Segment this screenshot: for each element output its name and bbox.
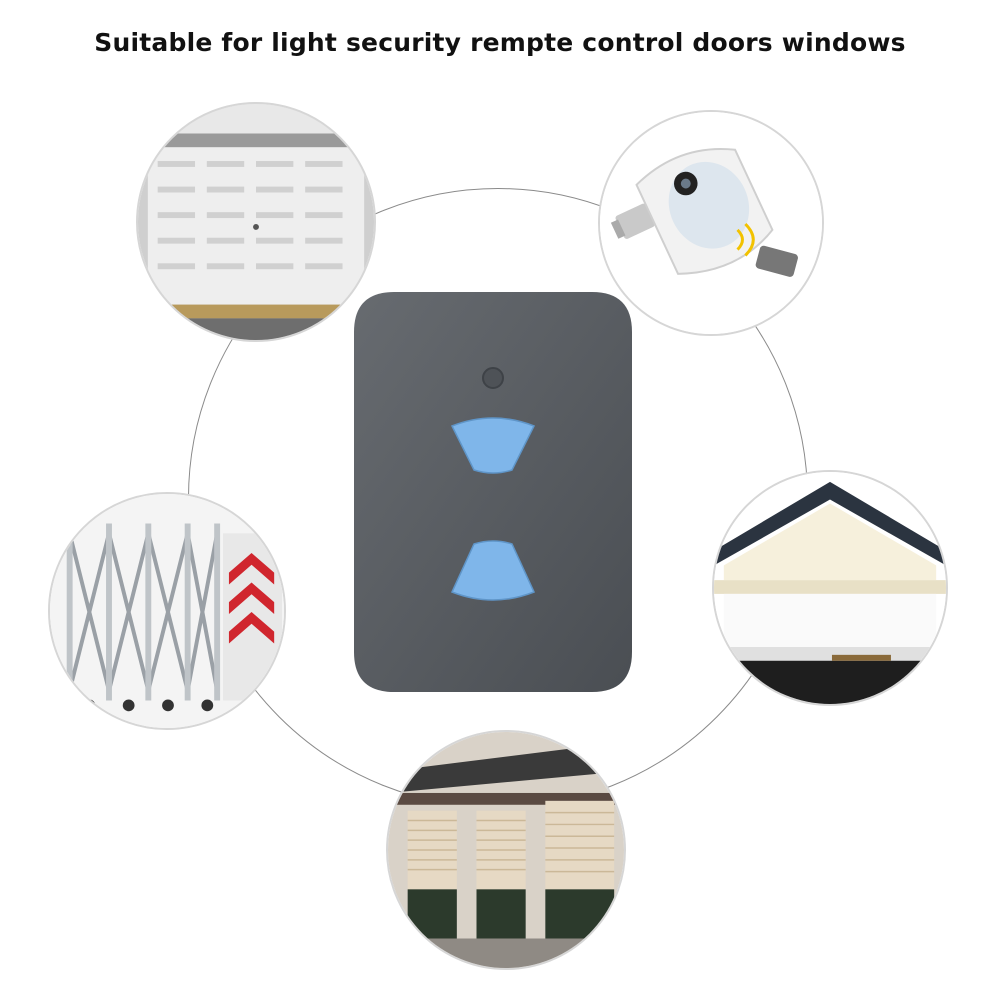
window-shutter-icon — [388, 732, 624, 968]
garage-door-image — [136, 102, 376, 342]
light-bulb-camera-image — [598, 110, 824, 336]
page-title: Suitable for light security rempte contr… — [94, 28, 906, 57]
house-garage-icon — [714, 472, 946, 704]
remote-button-down — [450, 540, 536, 601]
house-garage-image — [712, 470, 948, 706]
remote-button-up — [450, 417, 536, 474]
retractable-gate-image — [48, 492, 286, 730]
window-shutter-image — [386, 730, 626, 970]
garage-door-icon — [138, 104, 374, 340]
remote-control-icon — [354, 292, 632, 692]
retractable-gate-icon — [50, 494, 284, 728]
remote-control — [354, 292, 632, 692]
light-bulb-camera-icon — [600, 112, 822, 334]
